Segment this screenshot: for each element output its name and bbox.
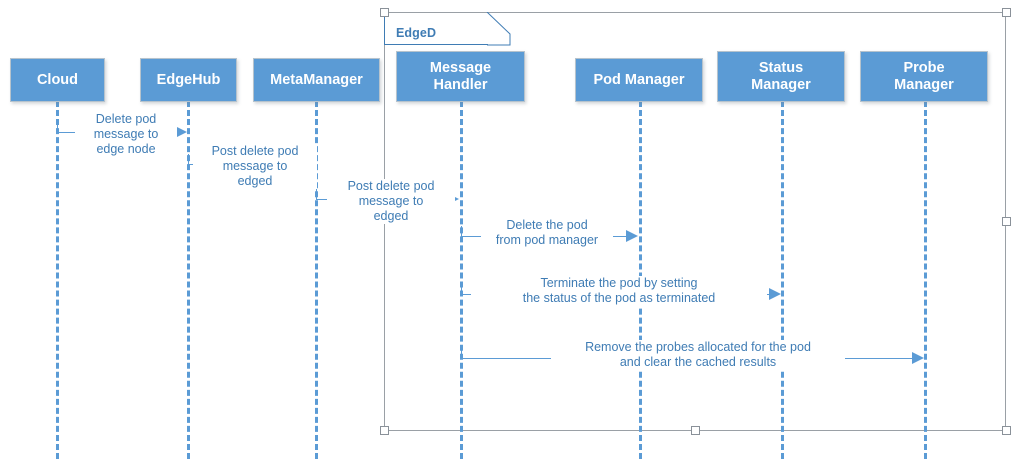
actor-pod-manager[interactable]: Pod Manager [575, 58, 703, 102]
lifeline-status-manager [781, 101, 784, 459]
actor-label-status-manager: Status Manager [751, 59, 811, 93]
actor-edgehub[interactable]: EdgeHub [140, 58, 237, 102]
actor-cloud[interactable]: Cloud [10, 58, 105, 102]
message-6-source-tick [461, 348, 462, 359]
message-5-source-tick [461, 284, 462, 295]
actor-label-cloud: Cloud [36, 71, 79, 88]
actor-label-message-handler: Message Handler [429, 59, 492, 93]
message-2-label: Post delete pod message to edged [193, 144, 317, 189]
message-5-arrowhead [769, 288, 781, 300]
actor-label-metamanager: MetaManager [270, 71, 363, 88]
lifeline-metamanager [315, 101, 318, 459]
actor-message-handler[interactable]: Message Handler [396, 51, 525, 102]
message-4-source-tick [461, 226, 462, 237]
message-5-label: Terminate the pod by setting the status … [471, 276, 767, 306]
message-3-source-tick [316, 189, 317, 200]
message-4-label: Delete the pod from pod manager [481, 218, 613, 248]
message-6-arrowhead [912, 352, 924, 364]
selection-handle-top-right[interactable] [1002, 8, 1011, 17]
message-1-label: Delete pod message to edge node [75, 112, 177, 157]
actor-status-manager[interactable]: Status Manager [717, 51, 845, 102]
actor-metamanager[interactable]: MetaManager [253, 58, 380, 102]
selection-handle-right-middle[interactable] [1002, 217, 1011, 226]
message-3-metamanager-to-message-handler[interactable]: Post delete pod message to edged [316, 179, 464, 224]
lifeline-edgehub [187, 101, 190, 459]
selection-handle-bottom-right[interactable] [1002, 426, 1011, 435]
edged-frame-tab-notch [486, 12, 511, 46]
actor-label-probe-manager: Probe Manager [894, 59, 954, 93]
message-1-cloud-to-edgehub[interactable]: Delete pod message to edge node [57, 112, 189, 157]
message-2-source-tick [188, 154, 189, 165]
edged-frame-label: EdgeD [396, 26, 437, 40]
message-6-label: Remove the probes allocated for the pod … [551, 340, 845, 370]
message-1-source-tick [57, 122, 58, 133]
actor-label-pod-manager: Pod Manager [593, 71, 685, 88]
lifeline-cloud [56, 101, 59, 459]
edged-frame-tab [384, 12, 488, 45]
message-6-message-handler-to-probe-manager[interactable]: Remove the probes allocated for the pod … [461, 340, 928, 370]
message-4-message-handler-to-pod-manager[interactable]: Delete the pod from pod manager [461, 218, 643, 248]
lifeline-message-handler [460, 101, 463, 459]
message-1-arrowhead [175, 126, 187, 138]
lifeline-probe-manager [924, 101, 927, 459]
selection-handle-bottom-middle[interactable] [691, 426, 700, 435]
selection-handle-top-left[interactable] [380, 8, 389, 17]
actor-probe-manager[interactable]: Probe Manager [860, 51, 988, 102]
selection-handle-bottom-left[interactable] [380, 426, 389, 435]
message-2-edgehub-to-metamanager[interactable]: Post delete pod message to edged [188, 144, 318, 189]
message-4-arrowhead [626, 230, 638, 242]
message-5-message-handler-to-status-manager[interactable]: Terminate the pod by setting the status … [461, 276, 785, 306]
message-3-label: Post delete pod message to edged [327, 179, 455, 224]
actor-label-edgehub: EdgeHub [156, 71, 221, 88]
